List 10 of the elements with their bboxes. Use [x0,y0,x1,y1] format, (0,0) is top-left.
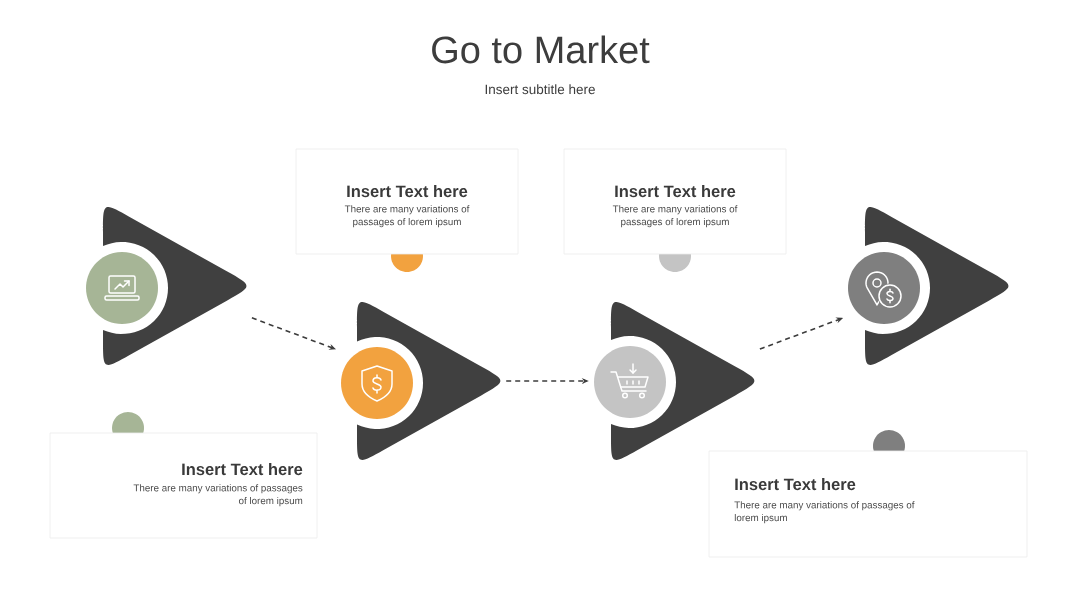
card-body: There are many variations of passages of lorem ipsum [133,484,303,507]
card-heading: Insert Text here [735,478,856,491]
card-body: There are many variations of passages of lorem ipsum [612,205,738,228]
card-body: There are many variations of passages of lorem ipsum [734,501,915,524]
card-heading: Insert Text here [347,185,468,198]
card-body: There are many variations of passages of lorem ipsum [344,205,470,228]
card-heading: Insert Text here [182,463,303,476]
subtitle: Insert subtitle here [485,84,595,95]
card-heading: Insert Text here [615,185,736,198]
title: Go to Market [432,35,650,64]
